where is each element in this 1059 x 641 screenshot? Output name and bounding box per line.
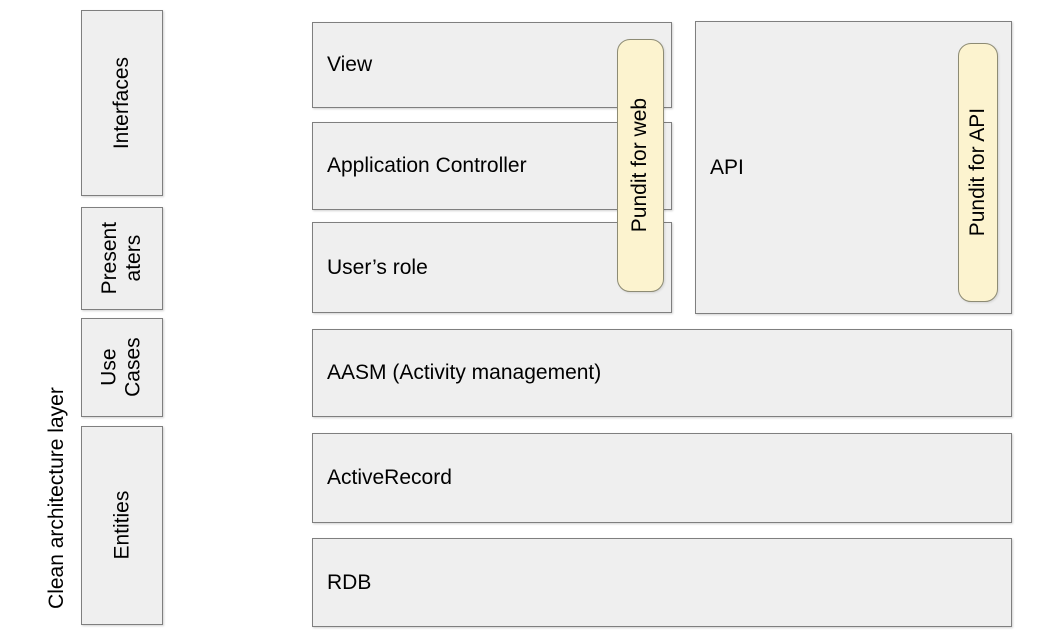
component-box-view: View xyxy=(312,22,672,108)
clean-architecture-layer-text: Clean architecture layer xyxy=(44,387,68,609)
component-box-aasm: AASM (Activity management) xyxy=(312,329,1012,417)
component-label-view: View xyxy=(327,53,373,76)
component-label-aasm: AASM (Activity management) xyxy=(327,361,602,384)
layer-label-use-cases: Use Cases xyxy=(97,337,145,398)
component-label-application-controller: Application Controller xyxy=(327,154,527,177)
component-box-activerecord: ActiveRecord xyxy=(312,433,1012,523)
layer-box-use-cases: Use Cases xyxy=(81,318,163,417)
pundit-for-web-pill: Pundit for web xyxy=(617,39,664,292)
layer-label-presenters: Present aters xyxy=(97,222,145,295)
pundit-for-api-label: Pundit for API xyxy=(965,108,989,237)
component-label-api: API xyxy=(710,155,744,179)
component-label-rdb: RDB xyxy=(327,570,372,594)
component-box-users-role: User’s role xyxy=(312,222,672,313)
component-box-rdb: RDB xyxy=(312,538,1012,627)
layer-label-interfaces: Interfaces xyxy=(109,56,133,150)
layer-box-presenters: Present aters xyxy=(81,207,163,310)
layer-label-entities: Entities xyxy=(109,491,133,560)
pundit-for-web-label: Pundit for web xyxy=(628,98,652,233)
layer-box-entities: Entities xyxy=(81,426,163,625)
component-box-application-controller: Application Controller xyxy=(312,122,672,210)
component-label-users-role: User’s role xyxy=(327,255,428,279)
pundit-for-api-pill: Pundit for API xyxy=(958,43,998,302)
clean-architecture-layer-label: Clean architecture layer xyxy=(36,380,78,616)
layer-box-interfaces: Interfaces xyxy=(81,10,163,196)
component-label-activerecord: ActiveRecord xyxy=(327,466,452,489)
